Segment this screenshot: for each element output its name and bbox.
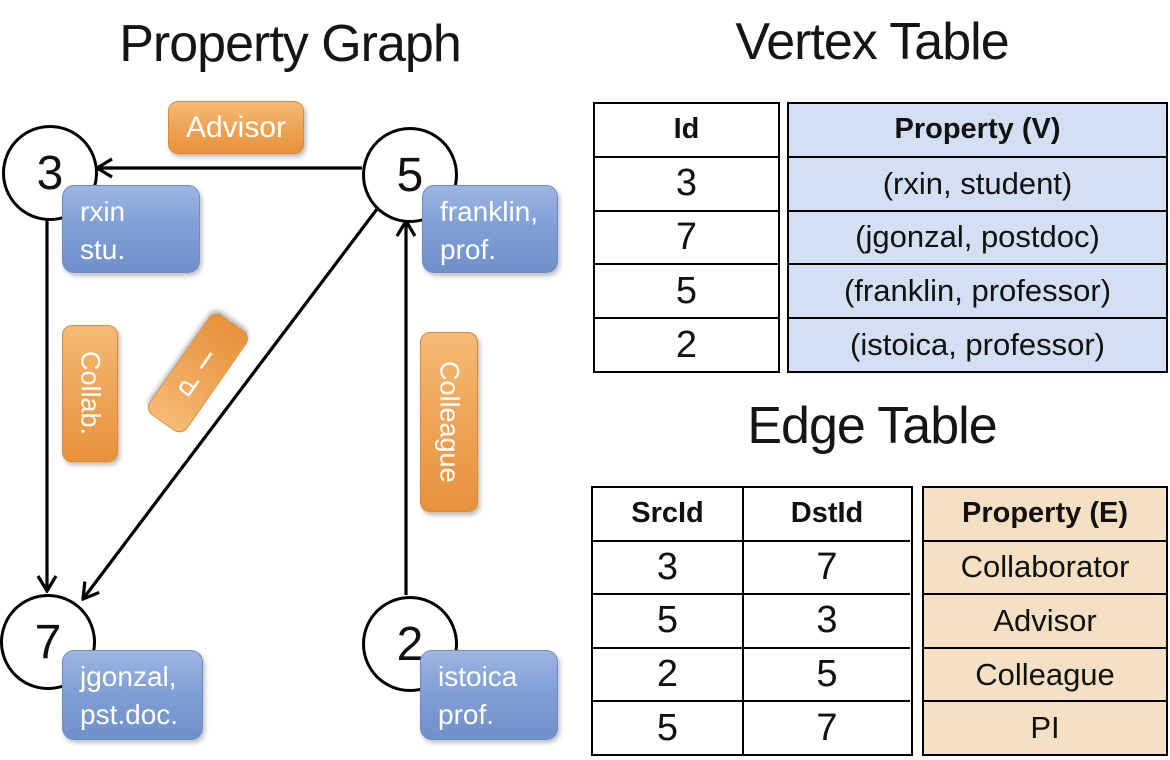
vertex-label-line: jgonzal, bbox=[80, 661, 177, 692]
vertex-table-id-header: Id bbox=[673, 113, 700, 146]
edge-property-cell: Collaborator bbox=[924, 539, 1166, 594]
edge-label-collab: Collab. bbox=[62, 325, 118, 462]
vertex-label-line: prof. bbox=[438, 699, 495, 730]
vertex-table-title: Vertex Table bbox=[735, 13, 1009, 71]
edge-property-cell: PI bbox=[924, 700, 1166, 754]
node-2-id: 2 bbox=[396, 617, 424, 671]
vertex-property-cell: (franklin, professor) bbox=[789, 263, 1166, 318]
vertex-label-istoica: istoica prof. bbox=[420, 650, 558, 740]
edge-dst-cell: 5 bbox=[744, 646, 910, 701]
edge-src-cell: 5 bbox=[593, 700, 742, 754]
edge-dst-cell: 7 bbox=[744, 700, 910, 754]
edge-table-property-column: Property (E) Collaborator Advisor Collea… bbox=[922, 486, 1168, 756]
edge-label-advisor: Advisor bbox=[168, 101, 304, 154]
vertex-property-cell: (jgonzal, postdoc) bbox=[789, 209, 1166, 264]
edge-table-src-header: SrcId bbox=[631, 497, 704, 530]
vertex-table-property-header: Property (V) bbox=[789, 104, 1166, 156]
vertex-label-jgonzal: jgonzal, pst.doc. bbox=[62, 650, 203, 740]
edge-table-title: Edge Table bbox=[747, 397, 997, 455]
vertex-label-line: istoica bbox=[438, 661, 518, 692]
vertex-id-cell: 7 bbox=[595, 209, 778, 264]
vertex-property-cell: (rxin, student) bbox=[789, 155, 1166, 210]
edge-5-to-7-arrow bbox=[83, 208, 379, 599]
vertex-id-cell: 2 bbox=[595, 317, 778, 371]
vertex-label-rxin: rxin stu. bbox=[62, 185, 200, 273]
vertex-label-line: stu. bbox=[80, 234, 126, 265]
edge-src-cell: 5 bbox=[593, 593, 742, 647]
property-graph-title: Property Graph bbox=[119, 15, 462, 73]
edge-src-cell: 2 bbox=[593, 646, 742, 701]
vertex-label-franklin: franklin, prof. bbox=[422, 185, 558, 273]
edge-dst-cell: 7 bbox=[744, 539, 910, 594]
node-5-id: 5 bbox=[396, 148, 424, 202]
edge-property-cell: Advisor bbox=[924, 593, 1166, 647]
edge-table-property-header: Property (E) bbox=[924, 488, 1166, 540]
edge-property-cell: Colleague bbox=[924, 646, 1166, 701]
graph-edges-layer bbox=[0, 0, 580, 760]
edge-table-src-dst-columns: SrcId 3 5 2 5 DstId 7 3 5 7 bbox=[591, 486, 913, 756]
edge-label-colleague: Colleague bbox=[420, 332, 478, 512]
edge-table-dst-header: DstId bbox=[790, 497, 864, 530]
graph-node-2: 2 bbox=[362, 596, 458, 692]
node-7-id: 7 bbox=[34, 615, 62, 669]
edge-src-cell: 3 bbox=[593, 539, 742, 594]
vertex-label-line: prof. bbox=[440, 234, 497, 265]
vertex-label-line: pst.doc. bbox=[80, 699, 179, 730]
edge-dst-cell: 3 bbox=[744, 593, 910, 647]
node-3-id: 3 bbox=[36, 146, 64, 200]
vertex-table-property-column: Property (V) (rxin, student) (jgonzal, p… bbox=[787, 102, 1168, 373]
vertex-table-id-column: Id 3 7 5 2 bbox=[593, 102, 780, 373]
vertex-id-cell: 3 bbox=[595, 155, 778, 210]
vertex-label-line: franklin, bbox=[440, 196, 539, 227]
edge-table-dst-column: DstId 7 3 5 7 bbox=[742, 488, 910, 754]
vertex-label-line: rxin bbox=[80, 196, 126, 227]
vertex-property-cell: (istoica, professor) bbox=[789, 317, 1166, 371]
vertex-id-cell: 5 bbox=[595, 263, 778, 317]
edge-table-src-column: SrcId 3 5 2 5 bbox=[593, 488, 742, 754]
